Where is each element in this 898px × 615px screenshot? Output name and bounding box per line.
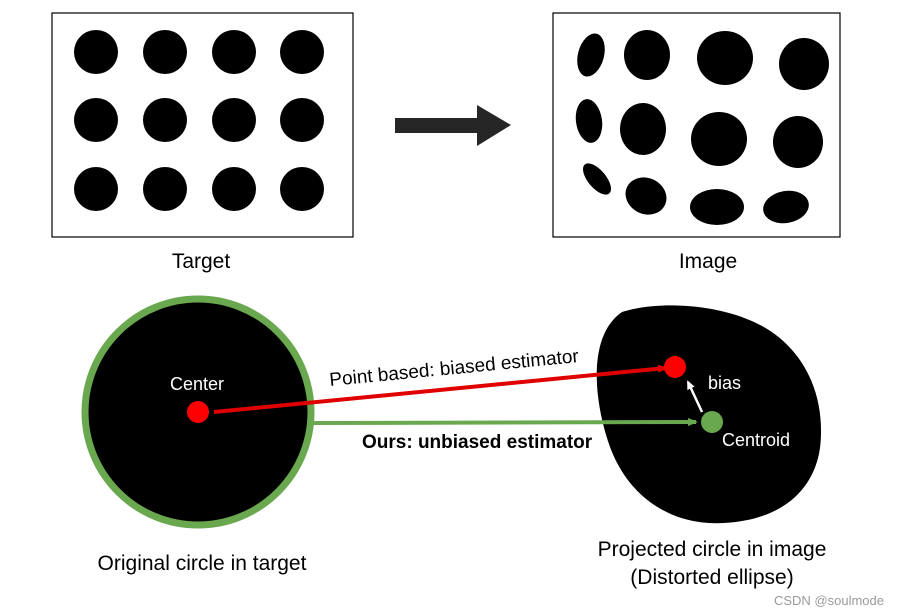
target-dot bbox=[212, 98, 256, 142]
watermark: CSDN @soulmode bbox=[774, 593, 884, 608]
distorted-dot bbox=[773, 116, 823, 168]
transform-arrow bbox=[395, 105, 511, 146]
image-panel: Image bbox=[552, 12, 841, 273]
distorted-dot bbox=[697, 31, 753, 85]
projected-caption-line2: (Distorted ellipse) bbox=[630, 566, 793, 589]
distorted-dot bbox=[625, 177, 667, 215]
distorted-dot bbox=[575, 99, 603, 143]
target-dot bbox=[74, 30, 118, 74]
bias-arrow bbox=[686, 380, 704, 413]
target-dot bbox=[143, 98, 187, 142]
distorted-dot bbox=[620, 103, 666, 155]
target-label: Target bbox=[172, 250, 231, 273]
projected-blob-group: bias Centroid Projected circle in image … bbox=[596, 305, 827, 589]
ours-label: Ours: unbiased estimator bbox=[362, 432, 593, 453]
projected-caption-line1: Projected circle in image bbox=[598, 538, 827, 561]
center-label: Center bbox=[170, 374, 224, 394]
bias-label: bias bbox=[708, 373, 741, 393]
target-dot bbox=[280, 98, 324, 142]
distorted-dot bbox=[691, 112, 747, 166]
target-dot-grid bbox=[74, 30, 324, 211]
target-dot bbox=[280, 167, 324, 211]
target-panel: Target bbox=[51, 12, 354, 273]
distorted-dot bbox=[779, 38, 829, 90]
image-label: Image bbox=[679, 250, 737, 273]
distorted-dot bbox=[582, 163, 612, 195]
original-caption: Original circle in target bbox=[98, 552, 307, 575]
target-dot bbox=[143, 30, 187, 74]
centroid-label: Centroid bbox=[722, 430, 790, 450]
point-based-label: Point based: biased estimator bbox=[328, 346, 580, 391]
distorted-dot bbox=[763, 190, 809, 224]
biased-arrow bbox=[213, 364, 668, 414]
target-dot bbox=[212, 167, 256, 211]
target-dot bbox=[143, 167, 187, 211]
distorted-dot bbox=[690, 189, 744, 225]
distorted-dot bbox=[577, 33, 605, 77]
biased-estimate-point bbox=[664, 356, 686, 378]
image-ellipse-grid bbox=[575, 30, 829, 225]
target-dot bbox=[280, 30, 324, 74]
center-point bbox=[187, 401, 209, 423]
target-dot bbox=[212, 30, 256, 74]
original-circle-group: Center Original circle in target bbox=[81, 295, 315, 575]
distorted-dot bbox=[624, 30, 670, 80]
unbiased-arrow bbox=[309, 418, 698, 427]
target-dot bbox=[74, 98, 118, 142]
centroid-point bbox=[701, 411, 723, 433]
target-dot bbox=[74, 167, 118, 211]
